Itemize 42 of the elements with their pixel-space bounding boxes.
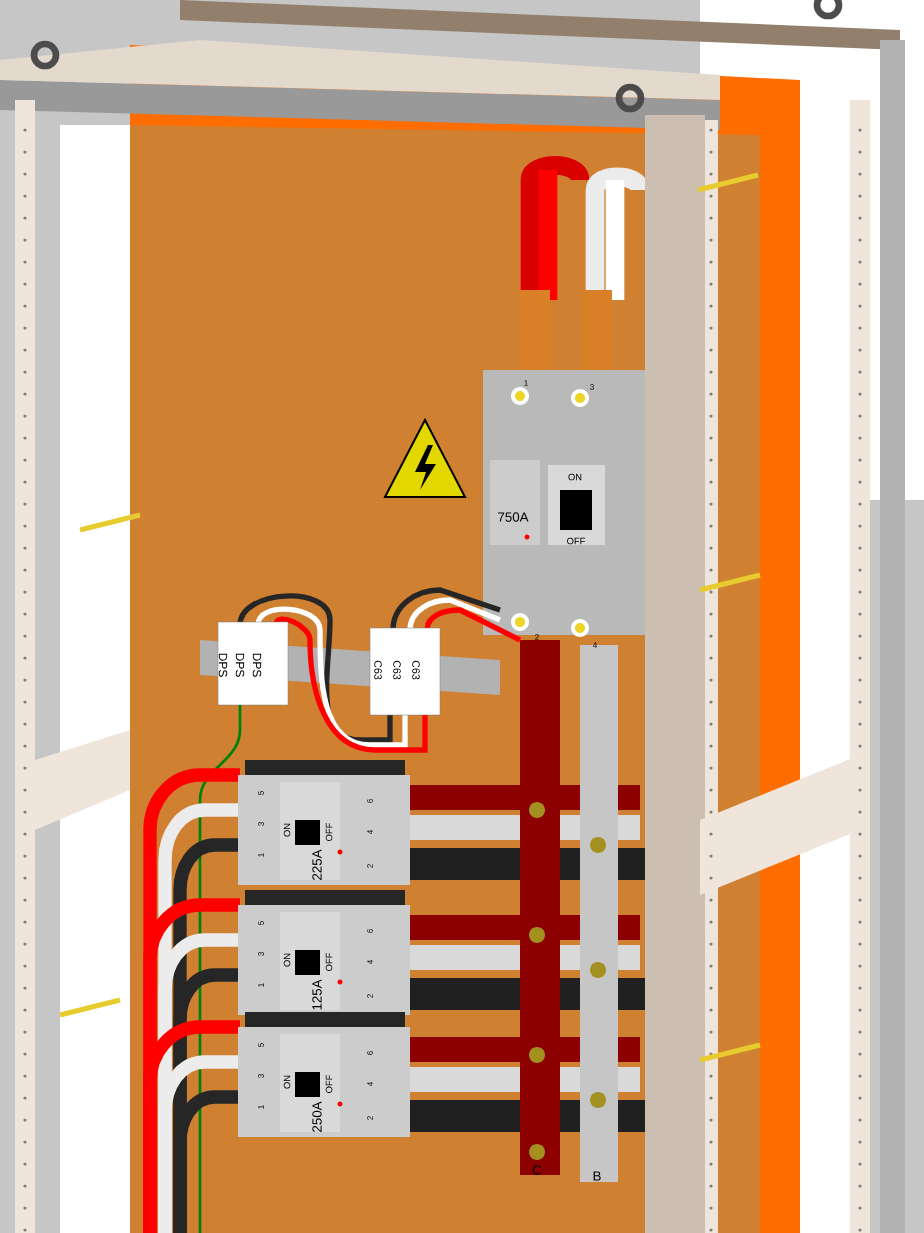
phase-letter: C	[532, 1165, 542, 1175]
phase-letter: B	[593, 1171, 601, 1181]
terminal-number: 4	[367, 1082, 373, 1087]
module-label: DPS	[235, 653, 245, 677]
terminal-number: 1	[258, 983, 264, 987]
switch-label: OFF	[567, 537, 585, 545]
terminal-number: 4	[592, 642, 597, 648]
terminal-number: 2	[535, 634, 539, 640]
terminal-number: 1	[258, 853, 264, 857]
terminal-number: 5	[258, 1043, 264, 1047]
switch-label: OFF	[325, 953, 333, 971]
module-label: DPS	[252, 653, 262, 677]
switch-label: ON	[283, 1075, 291, 1089]
switch-label: ON	[283, 823, 291, 837]
terminal-number: 4	[367, 830, 373, 835]
terminal-number: 3	[258, 1074, 264, 1078]
rating-label: 125A	[312, 979, 322, 1010]
terminal-number: 3	[258, 822, 264, 826]
terminal-number: 5	[258, 921, 264, 925]
switch-label: OFF	[325, 823, 333, 841]
module-label: C63	[393, 660, 401, 680]
rating-label: 250A	[312, 1101, 322, 1132]
terminal-number: 2	[367, 1116, 373, 1120]
terminal-number: 2	[367, 994, 373, 998]
terminal-number: 1	[258, 1105, 264, 1109]
switch-label: OFF	[325, 1075, 333, 1093]
terminal-number: 1	[524, 380, 528, 386]
rating-label: 225A	[312, 849, 322, 880]
switch-label: ON	[283, 953, 291, 967]
module-label: C63	[412, 660, 420, 680]
module-label: DPS	[218, 653, 228, 677]
terminal-number: 3	[590, 384, 594, 390]
rating-label: 750A	[498, 512, 529, 522]
terminal-number: 6	[367, 929, 373, 933]
terminal-number: 3	[258, 952, 264, 956]
terminal-number: 6	[367, 799, 373, 803]
module-label: C63	[374, 660, 382, 680]
terminal-number: 4	[367, 960, 373, 965]
terminal-number: 6	[367, 1051, 373, 1055]
switch-label: ON	[568, 473, 582, 481]
terminal-number: 2	[367, 864, 373, 868]
terminal-number: 5	[258, 791, 264, 795]
